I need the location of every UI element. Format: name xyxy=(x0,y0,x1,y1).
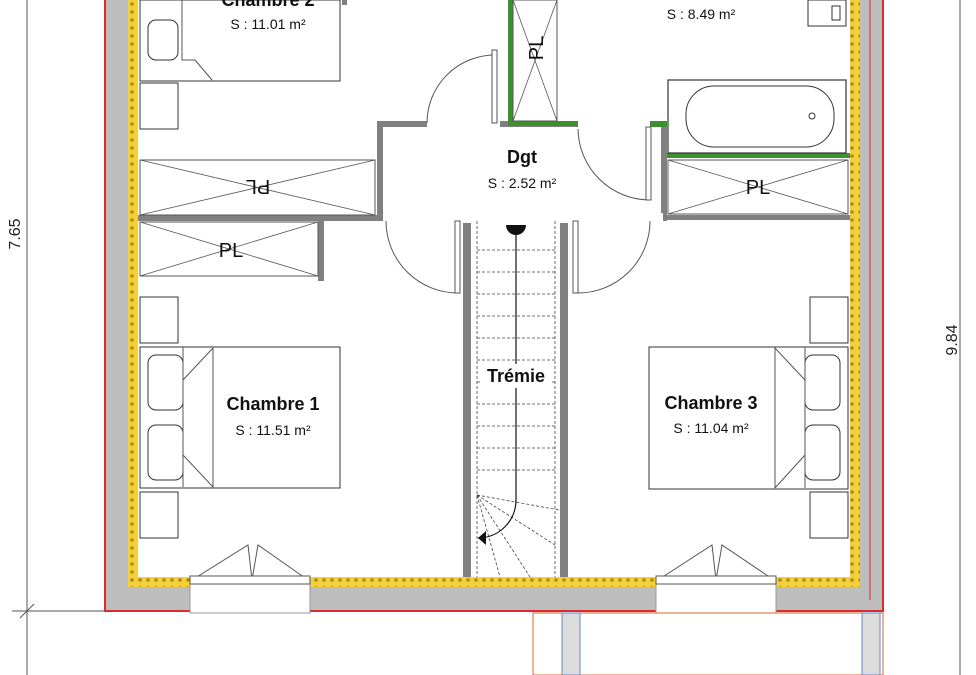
dgt-area: S : 2.52 m² xyxy=(488,175,557,191)
nightstand-chambre3-bottom xyxy=(809,491,849,539)
window-right-sashes xyxy=(657,544,775,581)
door-gap-top-right xyxy=(578,119,650,129)
nightstand-chambre1-top xyxy=(139,296,179,344)
door-leaf-top-left xyxy=(491,49,498,124)
staircase xyxy=(472,221,560,578)
insulation-bottom xyxy=(128,577,860,587)
chambre2-right-wall xyxy=(342,0,347,5)
bathtub-drain xyxy=(808,112,816,120)
extension-post-right xyxy=(861,612,881,675)
green-wall-right-post xyxy=(650,121,667,127)
chambre3-name: Chambre 3 xyxy=(664,393,757,413)
beds xyxy=(139,0,849,539)
bed-chambre1-pillow-1 xyxy=(147,354,184,411)
stair-wall-left xyxy=(463,221,471,577)
pl-right-label: PL xyxy=(746,177,770,199)
dimension-lines xyxy=(12,0,961,675)
outer-red-outline xyxy=(104,0,884,612)
left-wall xyxy=(105,0,128,590)
nightstand-chambre1-bottom xyxy=(139,491,179,539)
closets xyxy=(139,0,849,277)
bed-chambre3-pillow-2 xyxy=(804,424,841,481)
chambre2-area: S : 11.01 m² xyxy=(230,16,306,32)
stair-winder xyxy=(476,494,560,578)
bed-chambre2-sheet xyxy=(181,0,213,81)
dim-tick-left-mark xyxy=(19,603,35,619)
door-leaf-chambre1 xyxy=(454,220,461,294)
tremie-name: Trémie xyxy=(487,366,545,386)
door-swing-chambre3 xyxy=(577,220,651,294)
door-gap-top-left xyxy=(427,119,500,129)
pl-left-lower-label: PL xyxy=(219,240,243,262)
chambre1-name: Chambre 1 xyxy=(226,394,319,414)
sink xyxy=(807,0,847,27)
green-wall-vertical xyxy=(508,0,513,125)
door-swing-top-left xyxy=(426,54,496,124)
wall-left-mid xyxy=(138,215,383,221)
dgt-wall-right xyxy=(661,121,667,221)
door-leaf-top-right xyxy=(645,126,652,201)
bed-chambre1-pillow-2 xyxy=(147,424,184,481)
nightstand-chambre3-top xyxy=(809,296,849,344)
window-right xyxy=(655,582,777,614)
window-left xyxy=(189,582,311,614)
door-swing-chambre1 xyxy=(385,220,459,294)
insulation-left xyxy=(128,0,138,585)
bed-chambre3-pillow-1 xyxy=(804,354,841,411)
insulation-right xyxy=(850,0,860,585)
closet-left-upper-cross-2 xyxy=(139,159,376,216)
extension-post-left xyxy=(561,612,581,675)
pl-top-label: PL xyxy=(526,36,548,60)
stair-wall-right xyxy=(560,221,568,577)
dim-right-label: 9.84 xyxy=(944,324,961,355)
chambre3-area: S : 11.04 m² xyxy=(673,420,749,436)
stair-arrow-icon xyxy=(478,531,486,545)
door-openings xyxy=(383,119,663,223)
bed-chambre2-pillow-1 xyxy=(147,19,179,61)
chambre2-name: Chambre 2 xyxy=(221,0,314,10)
dgt-name: Dgt xyxy=(507,147,537,167)
pl-left-upper-label: PL xyxy=(246,175,270,197)
bed-chambre3-sheet xyxy=(774,346,806,489)
sdb-area: S : 8.49 m² xyxy=(667,6,736,22)
closet-top-cross-2 xyxy=(512,0,558,122)
chambre1-area: S : 11.51 m² xyxy=(235,422,311,438)
doors xyxy=(385,49,652,294)
bathtub-basin xyxy=(685,85,835,148)
window-right-frame xyxy=(655,575,777,585)
dim-left-label: 7.65 xyxy=(7,218,24,249)
stair-start-marker xyxy=(506,225,526,235)
door-gap-stair xyxy=(471,213,560,223)
window-left-frame xyxy=(189,575,311,585)
extension-outline xyxy=(532,612,884,675)
dgt-wall-left xyxy=(377,121,383,221)
door-leaf-chambre3 xyxy=(572,220,579,294)
nightstand-chambre2 xyxy=(139,82,179,130)
bathroom-fixtures xyxy=(667,0,847,154)
bottom-windows xyxy=(189,544,777,614)
wall-right-closet-bottom xyxy=(667,215,850,220)
bed-chambre1-sheet xyxy=(182,347,214,489)
wall-right-mid xyxy=(667,153,850,158)
closet-right-cross-2 xyxy=(667,159,849,215)
lower-extension xyxy=(532,612,884,675)
closet-left-lower-cross-2 xyxy=(139,221,319,277)
wall-left-closet-right xyxy=(318,221,324,281)
window-left-sashes xyxy=(191,544,309,581)
door-swing-top-right xyxy=(577,128,651,201)
right-wall xyxy=(860,0,883,590)
labels: Chambre 2 S : 11.01 m² S : 8.49 m² Dgt S… xyxy=(7,0,961,438)
sink-faucet xyxy=(831,5,841,21)
tremie-label-bg xyxy=(482,364,550,388)
